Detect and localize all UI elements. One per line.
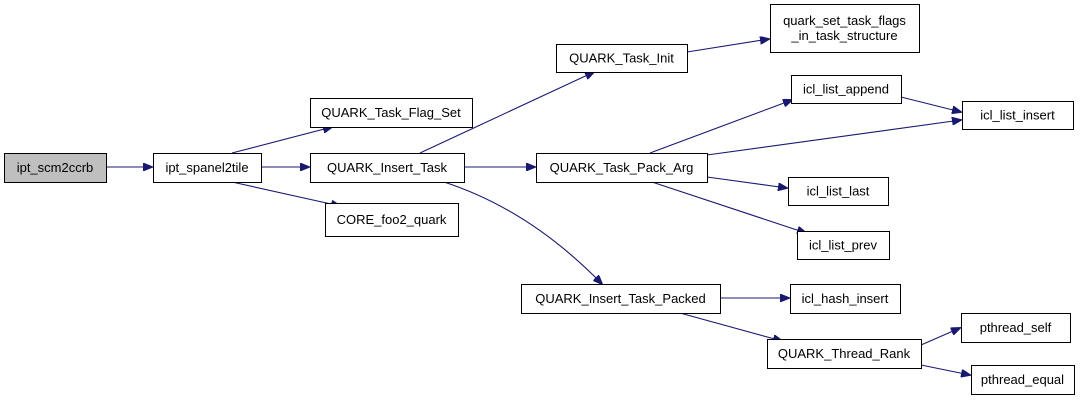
node-QUARK_Thread_Rank[interactable]: QUARK_Thread_Rank (767, 339, 922, 369)
node-box (797, 231, 890, 260)
node-box (325, 203, 459, 237)
edges-layer (106, 39, 970, 375)
node-label: CORE_foo2_quark (337, 212, 447, 227)
node-box (310, 98, 473, 128)
edge-QUARK_Thread_Rank-to-pthread_equal (920, 364, 970, 375)
node-box (788, 177, 889, 206)
node-pthread_self[interactable]: pthread_self (961, 313, 1071, 343)
node-box (791, 75, 902, 104)
node-label: icl_hash_insert (802, 291, 889, 306)
node-label: icl_list_prev (809, 238, 877, 253)
node-icl_list_prev[interactable]: icl_list_prev (797, 231, 890, 260)
edge-QUARK_Thread_Rank-to-pthread_self (920, 328, 960, 346)
node-label: ipt_spanel2tile (165, 160, 248, 175)
node-QUARK_Insert_Task_Packed[interactable]: QUARK_Insert_Task_Packed (521, 284, 721, 314)
node-box (971, 365, 1075, 395)
nodes-layer: ipt_scm2ccrb ipt_spanel2tile QUARK_Task_Fl… (4, 4, 1075, 395)
node-CORE_foo2_quark[interactable]: CORE_foo2_quark (325, 203, 459, 237)
node-icl_hash_insert[interactable]: icl_hash_insert (790, 284, 901, 314)
node-box (961, 313, 1071, 343)
node-box (153, 153, 262, 183)
node-label: QUARK_Task_Flag_Set (321, 105, 461, 120)
node-QUARK_Task_Flag_Set[interactable]: QUARK_Task_Flag_Set (310, 98, 473, 128)
node-label: quark_set_task_flags (783, 13, 906, 28)
edge-QUARK_Insert_Task-to-QUARK_Insert_Task_Packed (443, 181, 602, 284)
node-label: QUARK_Insert_Task_Packed (535, 291, 706, 306)
node-label: icl_list_insert (980, 108, 1055, 123)
edge-ipt_spanel2tile-to-CORE_foo2_quark (231, 181, 340, 206)
node-box (310, 153, 465, 183)
edge-QUARK_Task_Pack_Arg-to-icl_list_prev (651, 181, 806, 233)
edge-ipt_spanel2tile-to-QUARK_Task_Flag_Set (231, 127, 332, 154)
edge-QUARK_Task_Pack_Arg-to-icl_list_last (706, 176, 787, 188)
edge-QUARK_Insert_Task-to-QUARK_Task_Init (419, 72, 594, 154)
edge-icl_list_append-to-icl_list_insert (900, 96, 961, 112)
node-box (536, 153, 708, 183)
node-box (4, 153, 107, 183)
node-icl_list_last[interactable]: icl_list_last (788, 177, 889, 206)
node-QUARK_Task_Pack_Arg[interactable]: QUARK_Task_Pack_Arg (536, 153, 708, 183)
node-label: QUARK_Thread_Rank (778, 346, 911, 361)
node-ipt_spanel2tile[interactable]: ipt_spanel2tile (153, 153, 262, 183)
node-box (767, 339, 922, 369)
node-label: pthread_self (980, 320, 1052, 335)
edge-QUARK_Task_Init-to-quark_set_task_flags_in_task_structure (686, 39, 769, 53)
edge-QUARK_Task_Pack_Arg-to-icl_list_append (649, 100, 792, 154)
node-label: ipt_scm2ccrb (17, 160, 94, 175)
node-label: pthread_equal (981, 372, 1064, 387)
edge-QUARK_Task_Pack_Arg-to-icl_list_insert (706, 120, 961, 156)
node-label: QUARK_Task_Init (569, 51, 674, 66)
edge-QUARK_Insert_Task_Packed-to-QUARK_Thread_Rank (679, 312, 782, 341)
node-icl_list_append[interactable]: icl_list_append (791, 75, 902, 104)
node-box (790, 284, 901, 314)
node-icl_list_insert[interactable]: icl_list_insert (962, 101, 1074, 130)
node-box (521, 284, 721, 314)
node-label: _in_task_structure (790, 28, 897, 43)
node-label: icl_list_last (807, 184, 870, 199)
node-quark_set_task_flags_in_task_structure[interactable]: quark_set_task_flags_in_task_structure (770, 4, 920, 53)
node-ipt_scm2ccrb[interactable]: ipt_scm2ccrb (4, 153, 107, 183)
node-box (556, 44, 688, 73)
node-label: QUARK_Task_Pack_Arg (550, 160, 694, 175)
node-label: icl_list_append (803, 82, 889, 97)
node-pthread_equal[interactable]: pthread_equal (971, 365, 1075, 395)
node-QUARK_Task_Init[interactable]: QUARK_Task_Init (556, 44, 688, 73)
node-QUARK_Insert_Task[interactable]: QUARK_Insert_Task (310, 153, 465, 183)
node-box (770, 4, 920, 53)
node-box (962, 101, 1074, 130)
node-label: QUARK_Insert_Task (327, 160, 447, 175)
